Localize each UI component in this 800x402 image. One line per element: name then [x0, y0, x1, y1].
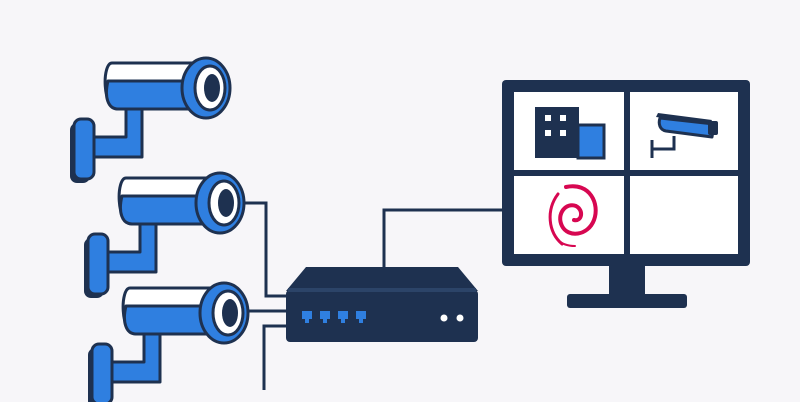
nvr-box-icon	[286, 267, 478, 342]
wire-nvr-monitor	[382, 208, 505, 272]
wire-camera2-nvr	[226, 201, 286, 298]
monitor-stand-base	[567, 294, 687, 308]
camera-3	[86, 281, 250, 402]
security-camera-icon	[86, 281, 250, 402]
debian-logo-icon	[548, 184, 598, 247]
camera-2	[82, 171, 246, 300]
pane-bottom-left	[514, 176, 624, 254]
monitor-stand-neck	[609, 262, 645, 298]
nvr-port	[320, 311, 330, 319]
pane-bottom-right	[630, 176, 738, 254]
building-icon	[535, 107, 606, 160]
security-camera-icon	[650, 113, 718, 158]
nvr-ports	[302, 311, 366, 323]
wire-nvr-down	[262, 324, 286, 390]
security-camera-icon	[68, 56, 232, 185]
nvr-port	[356, 311, 366, 319]
nvr-port	[302, 311, 312, 319]
security-camera-icon	[82, 171, 246, 300]
nvr-led	[440, 314, 448, 322]
camera-1	[68, 56, 232, 185]
nvr-port	[338, 311, 348, 319]
nvr-led	[456, 314, 464, 322]
